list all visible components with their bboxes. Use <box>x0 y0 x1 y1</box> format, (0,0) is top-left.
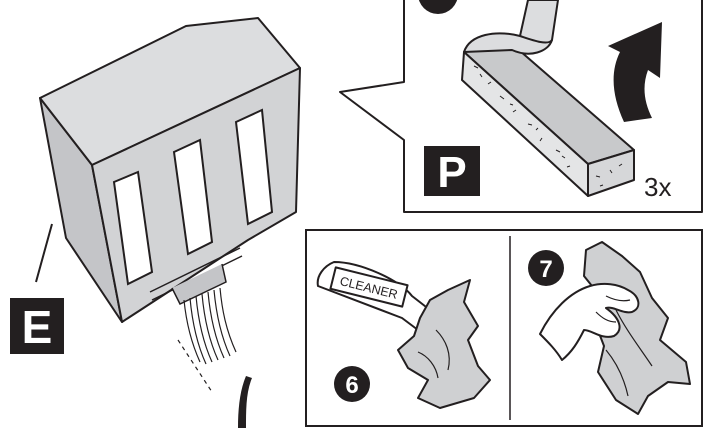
part-label-device-text: E <box>22 301 53 353</box>
part-label-device: E <box>10 298 64 354</box>
step-badge-7-text: 7 <box>539 256 552 283</box>
step-badge-7: 7 <box>528 250 564 286</box>
strap-fragment <box>238 376 252 428</box>
part-label-pad: P <box>424 146 480 197</box>
step-badge-6-text: 6 <box>345 372 358 399</box>
quantity-label: 3x <box>644 172 671 202</box>
wire-bundle <box>184 288 236 364</box>
part-label-pad-text: P <box>437 148 466 197</box>
device-leader-line <box>36 224 52 282</box>
step-badge-6: 6 <box>334 366 370 402</box>
